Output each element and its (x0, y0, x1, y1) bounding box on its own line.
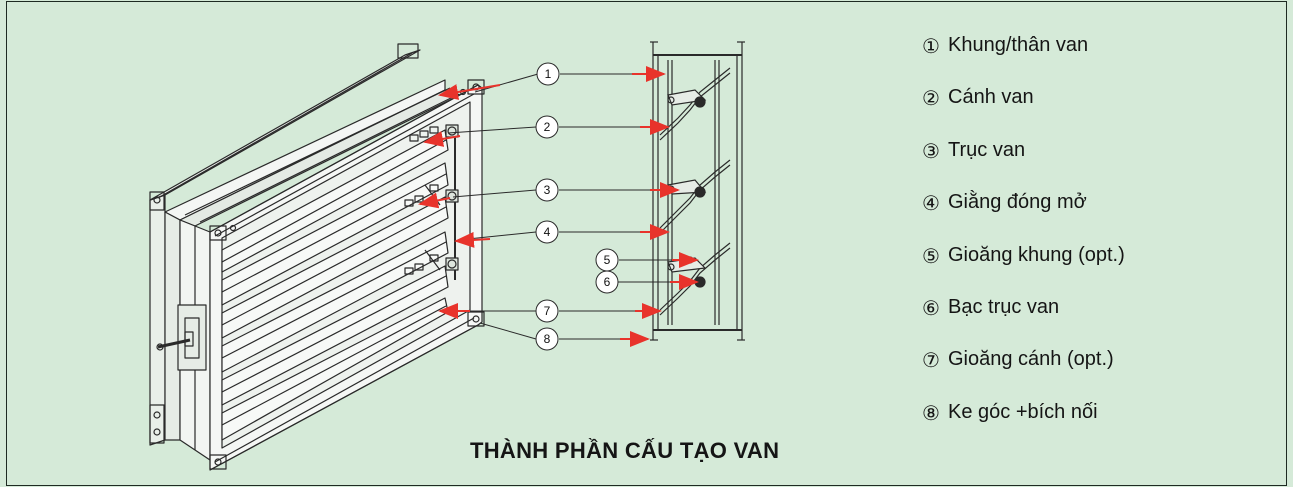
red-arrowheads (418, 66, 699, 347)
legend-label: Bạc trục van (948, 295, 1060, 318)
legend-number: ⑤ (922, 245, 940, 268)
callout-1-label: 1 (545, 67, 552, 81)
legend-number: ④ (922, 193, 940, 216)
callout-circles: 1 2 3 4 5 6 7 (535, 62, 619, 351)
damper-3d-drawing (149, 43, 485, 471)
legend-number: ① (922, 36, 940, 58)
legend-number: ③ (922, 140, 940, 163)
legend-item-2: ② Cánh van (922, 86, 1282, 138)
parts-legend: ① Khung/thân van ② Cánh van ③ Trục van ④… (922, 34, 1282, 453)
legend-number: ⑦ (922, 350, 940, 373)
legend-label: Gioăng cánh (opt.) (948, 348, 1114, 371)
callout-5: 5 (595, 248, 619, 272)
legend-item-5: ⑤ Gioăng khung (opt.) (922, 244, 1282, 296)
legend-number: ⑧ (922, 402, 940, 425)
legend-item-6: ⑥ Bạc trục van (922, 296, 1282, 348)
callout-3-label: 3 (544, 183, 551, 197)
callout-4: 4 (535, 220, 559, 244)
legend-item-1: ① Khung/thân van (922, 34, 1282, 86)
callout-5-label: 5 (604, 253, 611, 267)
callout-3: 3 (535, 178, 559, 202)
legend-label: Trục van (948, 138, 1026, 161)
legend-item-3: ③ Trục van (922, 139, 1282, 191)
legend-number: ② (922, 88, 940, 111)
back-flange (149, 43, 421, 446)
legend-item-8: ⑧ Ke góc +bích nối (922, 401, 1282, 453)
callout-7: 7 (535, 299, 559, 323)
callout-2-label: 2 (544, 120, 551, 134)
callout-1: 1 (536, 62, 560, 86)
actuator-bracket (156, 304, 207, 371)
legend-item-4: ④ Giằng đóng mở (922, 191, 1282, 243)
diagram-title: THÀNH PHẦN CẤU TẠO VAN (470, 438, 780, 463)
legend-label: Cánh van (948, 86, 1034, 109)
callout-4-label: 4 (544, 225, 551, 239)
legend-label: Giằng đóng mở (948, 191, 1087, 214)
callout-7-label: 7 (544, 304, 551, 318)
legend-item-7: ⑦ Gioăng cánh (opt.) (922, 348, 1282, 400)
legend-label: Gioăng khung (opt.) (948, 243, 1125, 266)
callout-2: 2 (535, 115, 559, 139)
callout-8: 8 (535, 327, 559, 351)
callout-6-label: 6 (604, 275, 611, 289)
legend-number: ⑥ (922, 297, 940, 320)
legend-label: Khung/thân van (948, 34, 1089, 56)
legend-label: Ke góc +bích nối (948, 400, 1098, 423)
callout-6: 6 (595, 270, 619, 294)
callout-8-label: 8 (544, 332, 551, 346)
